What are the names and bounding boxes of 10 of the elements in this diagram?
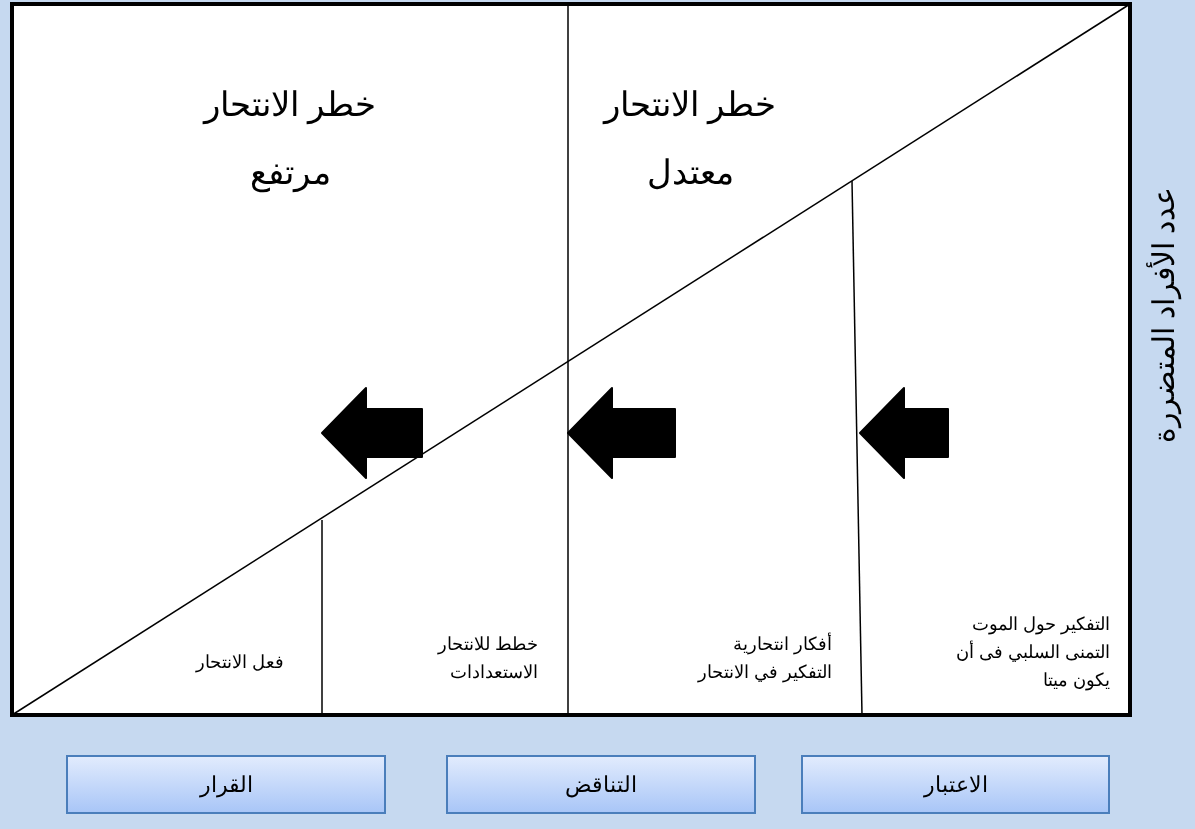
- stage-text: التفكير حول الموت التمنى السلبي فى أن يكون ميتا: [955, 613, 1110, 693]
- stage-box: القرار: [66, 755, 386, 814]
- risk-level-text: خطر الانتحار مرتفع: [201, 84, 378, 195]
- axis-label: عدد الأفراد المتضررة: [1145, 186, 1181, 444]
- stage-box: الاعتبار: [801, 755, 1110, 814]
- stage-box: التناقض: [446, 755, 756, 814]
- stage-text: فعل الانتحار: [194, 651, 284, 675]
- stage-text: خطط للانتحار الاستعدادات: [436, 633, 538, 684]
- stage-text: أفكار انتحارية التفكير في الانتحار: [696, 631, 832, 685]
- risk-level-text: خطر الانتحار معتدل: [601, 84, 778, 193]
